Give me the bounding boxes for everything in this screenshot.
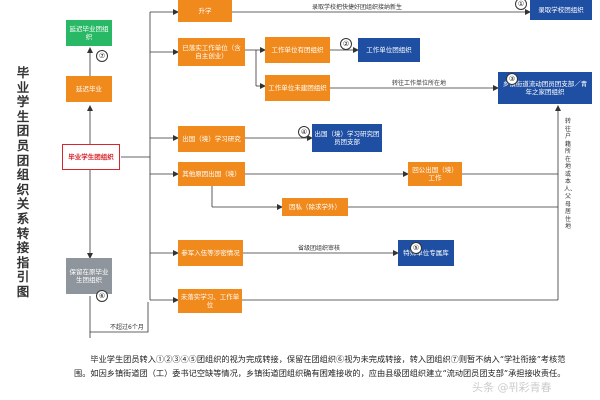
start-graduate-org-box: 毕业学生团组织 bbox=[62, 144, 120, 170]
circle-number-3: ③ bbox=[506, 73, 518, 85]
admitted-school-org-box: 录取学校团组织 bbox=[530, 0, 592, 20]
has-org-box: 工作单位有团组织 bbox=[265, 37, 330, 63]
abroad-study-org-box: 出国（境）学习研究团员团支部 bbox=[312, 124, 382, 152]
footnote: 毕业学生团员转入①②③④⑤团组织的视为完成转接，保留在团组织⑥视为未完成转接，转… bbox=[74, 354, 566, 378]
circle-number-4: ④ bbox=[298, 126, 310, 138]
return-abroad-box: 回公出国（境）工作 bbox=[408, 162, 462, 186]
circle-number-7: ⑦ bbox=[96, 50, 108, 62]
limit-line-label: 不超过6个月 bbox=[110, 324, 144, 331]
unemployed-box: 未落实学习、工作单位 bbox=[178, 289, 242, 313]
promote-box: 升学 bbox=[178, 0, 232, 22]
circle-number-5: ⑤ bbox=[410, 242, 422, 254]
abroad-other-box: 其他原因出国（境） bbox=[178, 162, 245, 186]
work-unit-org-box: 工作单位团组织 bbox=[358, 38, 420, 62]
circle-number-6: ⑥ bbox=[96, 290, 108, 302]
army-line-label: 省级团组织审核 bbox=[298, 245, 341, 252]
defer-graduation-org-box: 延迟毕业团组织 bbox=[66, 20, 112, 46]
army-box: 参军入伍等涉密情况 bbox=[178, 240, 243, 266]
defer-graduation-box: 延迟毕业 bbox=[66, 76, 112, 102]
circle-number-1: ① bbox=[515, 0, 527, 10]
private-box: 因私（除求学外） bbox=[282, 198, 348, 216]
promote-line-label: 录取学校把快捷好团组织接纳新生 bbox=[312, 4, 403, 11]
right-vertical-label: 转往户籍所在地或本人、父母居住地 bbox=[564, 118, 577, 230]
special-unit-db-box: 特殊单位专属库 bbox=[398, 240, 454, 266]
noorg-line-label: 转往工作单位所在地 bbox=[392, 80, 447, 87]
abroad-study-box: 出国（境）学习研究 bbox=[178, 126, 245, 152]
watermark: 头条 @퓌彩青春 bbox=[472, 381, 552, 394]
edge-limit-loop bbox=[89, 302, 149, 338]
no-org-box: 工作单位未建团组织 bbox=[265, 75, 330, 101]
circle-number-2: ② bbox=[340, 38, 352, 50]
employed-box: 已落实工作单位（含自主创业） bbox=[178, 38, 245, 66]
side-title: 毕业学生团员团组织关系转接指引图 bbox=[16, 65, 30, 299]
keep-original-org-box: 保留在原毕业生团组织 bbox=[66, 258, 112, 294]
